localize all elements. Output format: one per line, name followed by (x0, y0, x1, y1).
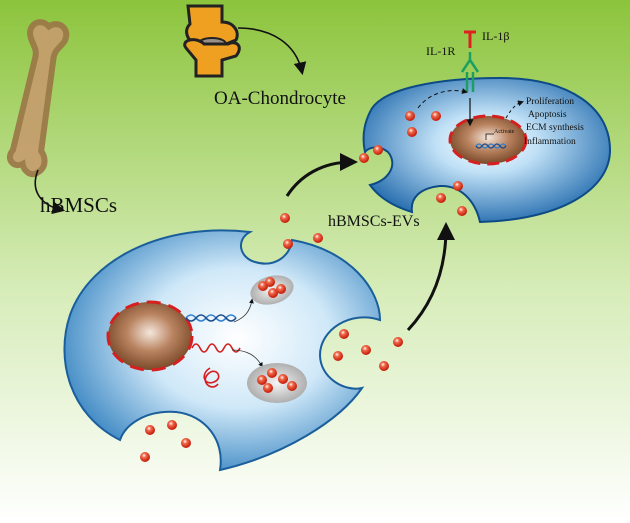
hbmsc-nucleus (106, 300, 194, 372)
effect-apoptosis: Apoptosis (528, 110, 567, 120)
chondrocyte-dna-icon (475, 133, 507, 149)
extracellular-vesicle (359, 153, 369, 163)
dna-helix-icon (185, 314, 237, 322)
extracellular-vesicle (268, 288, 278, 298)
extracellular-vesicle (280, 213, 290, 223)
extracellular-vesicle (265, 277, 275, 287)
il1r-label: IL-1R (426, 44, 455, 58)
extracellular-vesicle (379, 361, 389, 371)
effects-arrow (505, 100, 524, 119)
ev-release-arrow-right (406, 222, 455, 332)
extracellular-vesicle (457, 206, 467, 216)
extracellular-vesicle (278, 374, 288, 384)
extracellular-vesicle (373, 145, 383, 155)
extracellular-vesicle (145, 425, 155, 435)
extracellular-vesicle (140, 452, 150, 462)
bone-to-hbmscs-arrow (34, 169, 66, 215)
chondrocyte-nucleus (448, 114, 528, 166)
activate-label: Activate (494, 129, 515, 135)
extracellular-vesicle (167, 420, 177, 430)
dna-to-endosome-arrow (233, 298, 254, 323)
extracellular-vesicle (339, 329, 349, 339)
rna-to-endosome-arrow (231, 349, 263, 368)
extracellular-vesicle (361, 345, 371, 355)
extracellular-vesicle (257, 375, 267, 385)
extracellular-vesicle (407, 127, 417, 137)
extracellular-vesicle (313, 233, 323, 243)
vesicle-group (140, 111, 467, 462)
hbmscs-evs-label: hBMSCs-EVs (328, 213, 420, 230)
rna-strand-icon (191, 343, 241, 388)
effect-ecm-synthesis: ECM synthesis (526, 123, 584, 133)
extracellular-vesicle (453, 181, 463, 191)
knee-to-chondrocyte-arrow (237, 27, 307, 76)
extracellular-vesicle (436, 193, 446, 203)
endosome-lower (247, 363, 307, 403)
ev-inhibit-arrow (417, 88, 468, 109)
extracellular-vesicle (181, 438, 191, 448)
effect-proliferation: Proliferation (526, 96, 574, 107)
femur-bone-icon (6, 19, 70, 178)
extracellular-vesicle (276, 284, 286, 294)
extracellular-vesicle (393, 337, 403, 347)
oa-chondrocyte-label: OA-Chondrocyte (214, 88, 346, 109)
extracellular-vesicle (333, 351, 343, 361)
ligand-icon (464, 30, 476, 48)
knee-joint-icon (183, 4, 241, 78)
extracellular-vesicle (267, 368, 277, 378)
extracellular-vesicle (431, 111, 441, 121)
effect-inflammation: Inflammation (524, 136, 576, 147)
hbmscs-label: hBMSCs (40, 193, 117, 217)
ev-release-arrow-top (285, 153, 358, 197)
il1b-label: IL-1β (482, 29, 509, 43)
extracellular-vesicle (287, 381, 297, 391)
extracellular-vesicle (405, 111, 415, 121)
extracellular-vesicle (283, 239, 293, 249)
extracellular-vesicle (263, 383, 273, 393)
